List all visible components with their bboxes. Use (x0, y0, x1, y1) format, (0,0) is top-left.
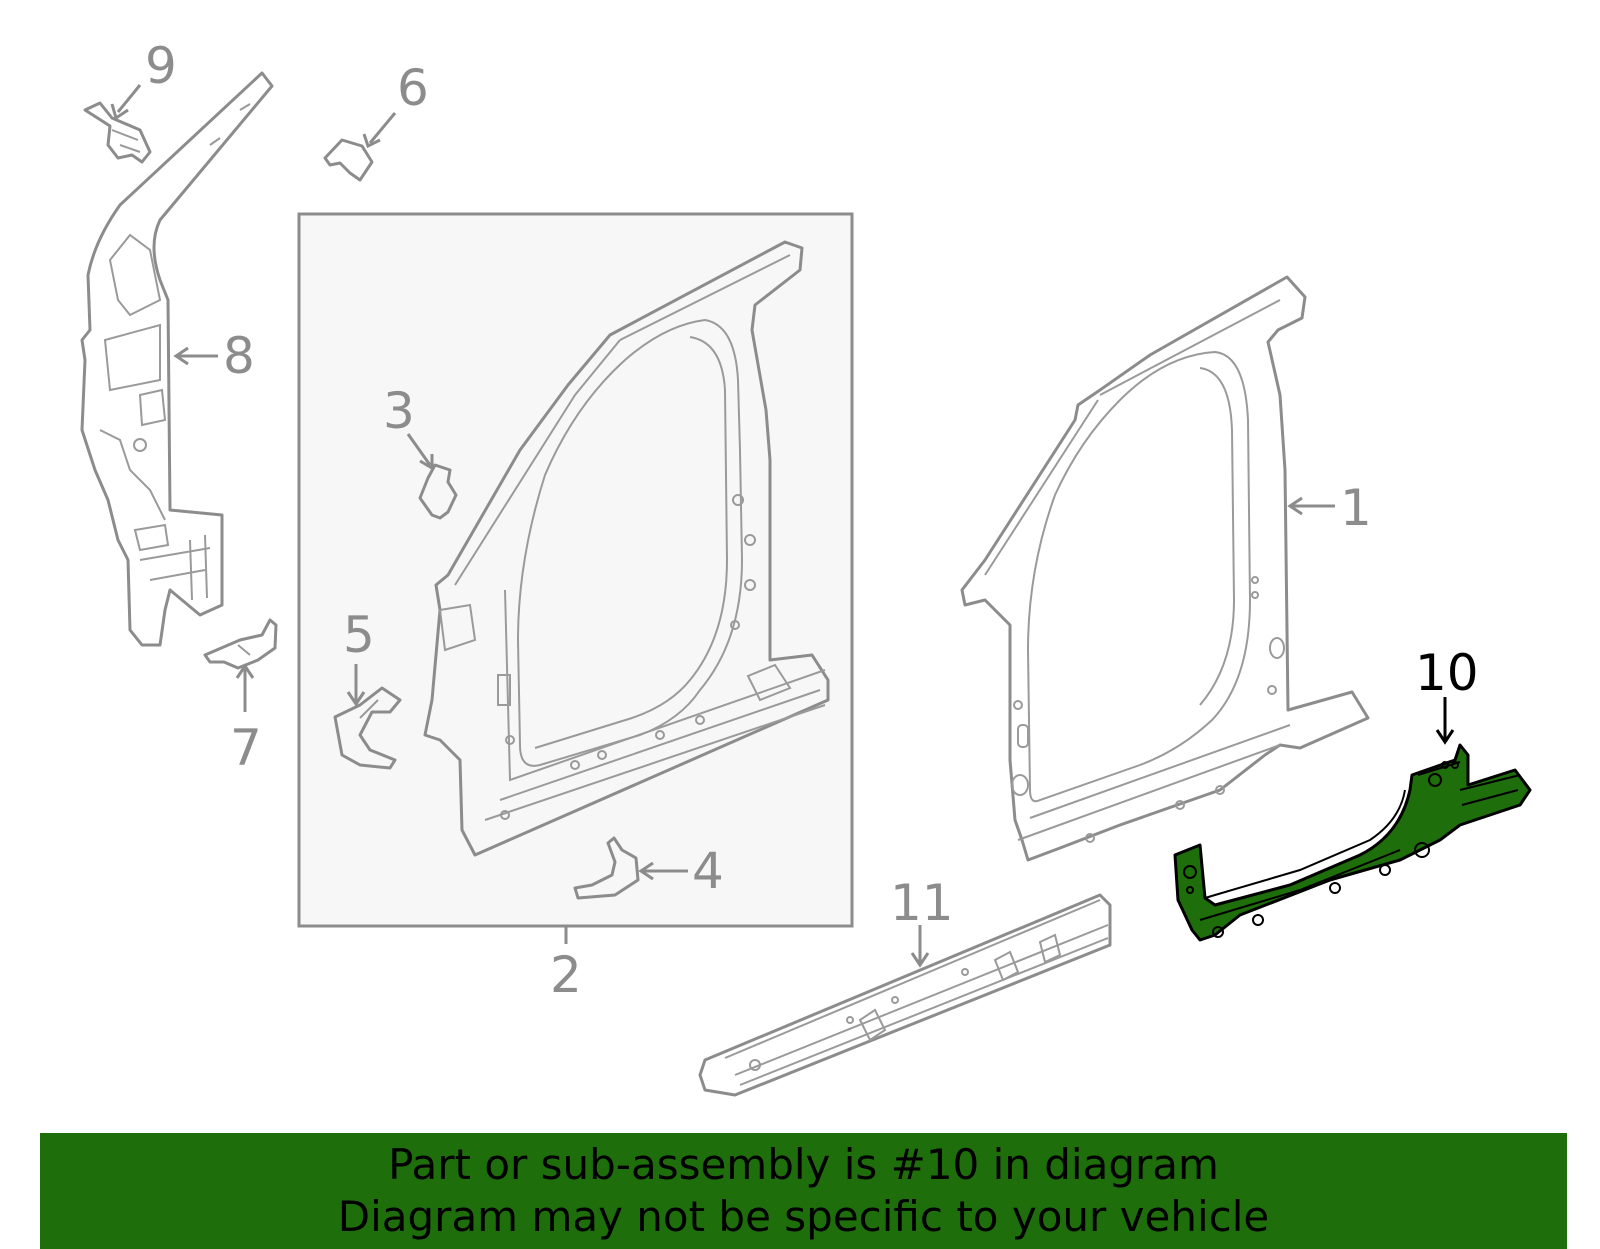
part-6-bracket (323, 138, 374, 182)
part-5-bracket (333, 686, 402, 770)
assembly-box (297, 212, 854, 928)
callout-11: 11 (890, 874, 954, 932)
part-9-bracket (83, 101, 152, 164)
callout-4: 4 (692, 842, 724, 900)
callout-7: 7 (230, 719, 262, 777)
part-info-banner: Part or sub-assembly is #10 in diagram D… (40, 1133, 1567, 1249)
part-10-rocker-panel-highlighted (1173, 743, 1532, 942)
part-8-pillar-inner (80, 71, 274, 647)
part-7-bracket (203, 618, 278, 670)
callout-3: 3 (383, 382, 415, 440)
callout-2: 2 (550, 946, 582, 1004)
part-3-bracket (418, 463, 458, 520)
callout-10-highlighted: 10 (1415, 644, 1479, 702)
part-2-side-panel-assembly (423, 240, 830, 857)
part-1-side-panel (960, 275, 1370, 862)
part-11-rocker-reinforcement (698, 893, 1112, 1097)
callout-1: 1 (1340, 479, 1372, 537)
callout-8: 8 (223, 327, 255, 385)
callout-6: 6 (397, 59, 429, 117)
banner-line-1: Part or sub-assembly is #10 in diagram (388, 1140, 1219, 1189)
part-4-bracket (573, 836, 640, 900)
callout-5: 5 (343, 606, 375, 664)
banner-line-2: Diagram may not be specific to your vehi… (337, 1192, 1270, 1241)
callout-9: 9 (145, 37, 177, 95)
